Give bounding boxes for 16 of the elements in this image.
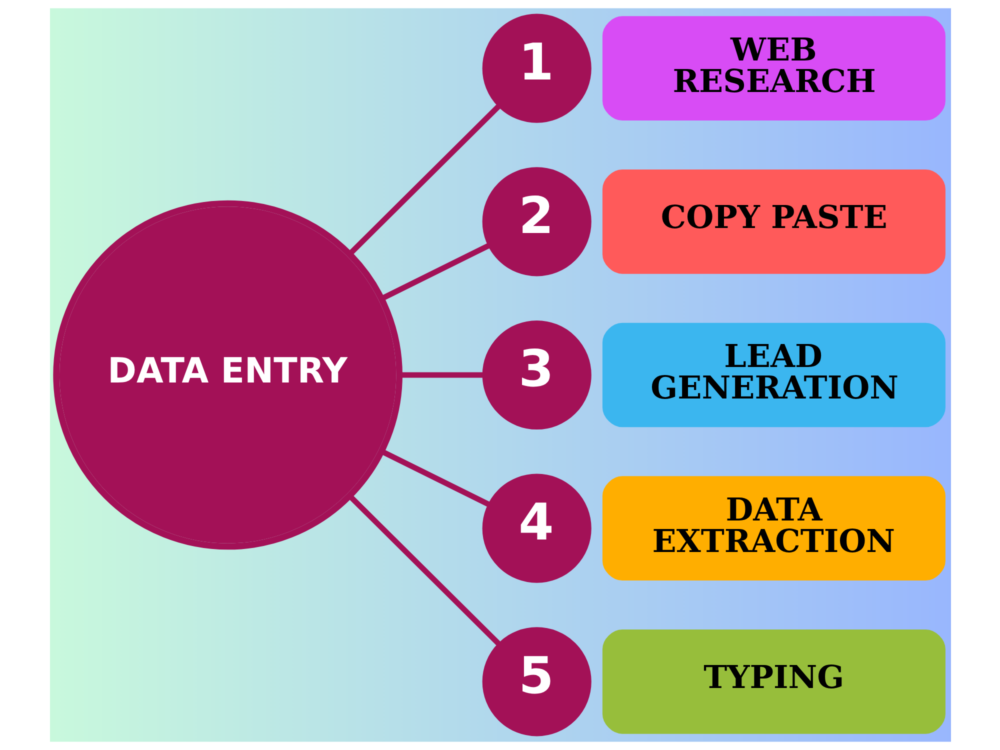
connector <box>348 104 500 256</box>
node-box: DATA EXTRACTION <box>602 476 945 580</box>
connector <box>399 372 482 378</box>
node-circle: DATA ENTRY <box>52 200 402 550</box>
node-box: TYPING <box>602 630 945 734</box>
node-box: WEB RESEARCH <box>602 16 945 120</box>
node-box: COPY PASTE <box>602 170 945 274</box>
node-circle: 3 <box>482 320 591 430</box>
node-circle: 1 <box>482 14 591 123</box>
node-circle: 5 <box>482 627 591 736</box>
node-circle: 2 <box>482 167 591 276</box>
node-circle: 4 <box>482 474 591 583</box>
node-box: LEAD GENERATION <box>602 322 945 428</box>
connector <box>348 494 500 646</box>
connector <box>380 448 490 507</box>
connector <box>380 243 490 302</box>
